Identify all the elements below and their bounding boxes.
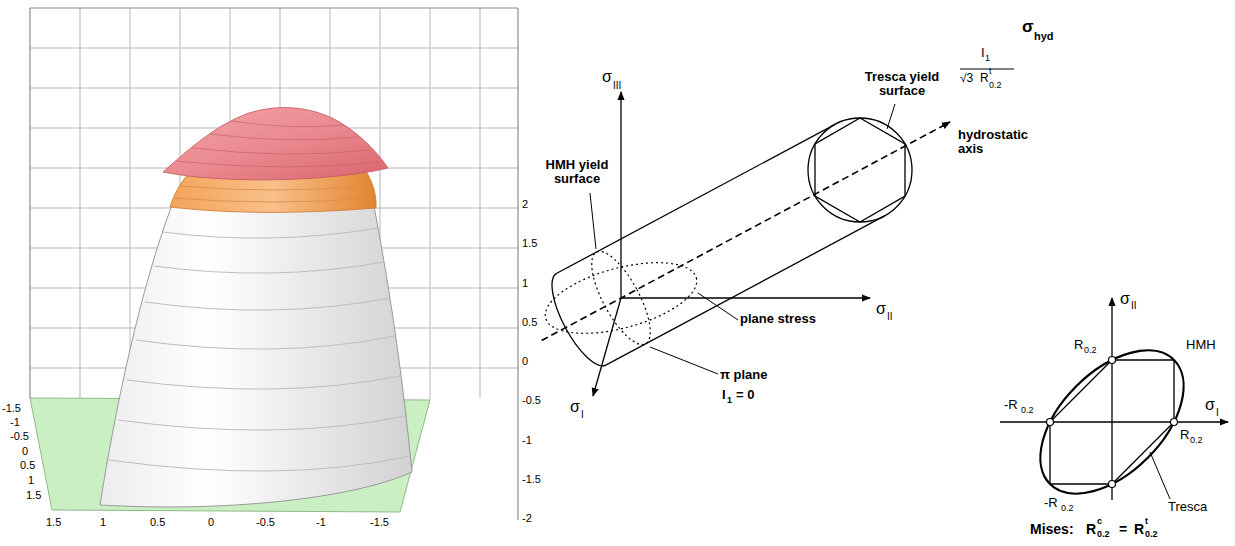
yield-value: R	[1180, 428, 1189, 442]
plot-frame	[30, 8, 518, 520]
axis-subscript: III	[613, 80, 621, 91]
axis-name: hydrostatic axis	[958, 128, 1043, 157]
cap-contours	[176, 121, 380, 167]
criterion-note: R	[1134, 522, 1144, 537]
tick-label: -0.5	[256, 516, 275, 528]
axis-label: σ	[1120, 290, 1130, 308]
mises-ellipse	[1014, 324, 1210, 520]
axis-subscript: hyd	[1034, 30, 1054, 42]
yield-value: -R	[1044, 496, 1058, 510]
tick-label: 0	[208, 516, 214, 528]
tick-label: 1.5	[26, 489, 41, 501]
tick-label: 0.5	[20, 459, 35, 471]
formula-subscript: 1	[727, 396, 732, 406]
tick-label: -2	[522, 512, 532, 524]
note-subscript: 0.2	[1097, 530, 1110, 540]
axis-label: σ	[1205, 396, 1215, 414]
section-label: plane stress	[740, 312, 816, 326]
yield-points	[1047, 357, 1178, 488]
formula-text: I	[981, 46, 985, 60]
band-contours	[174, 186, 375, 202]
section-label: π plane	[720, 368, 768, 382]
surface-label: Tresca yield surface	[852, 70, 952, 99]
value-subscript: 0.2	[1190, 436, 1203, 446]
tick-label: 1.5	[46, 516, 61, 528]
axis-subscript: II	[1131, 300, 1137, 311]
surface-contours	[109, 228, 410, 471]
axis-subscript: I	[1216, 407, 1219, 418]
formula-text: = 0	[736, 388, 754, 402]
tick-label: -0.5	[10, 430, 29, 442]
tick-label: 1.5	[522, 237, 537, 249]
surface-label: HMH yield surface	[535, 158, 619, 187]
note-subscript: 0.2	[1145, 530, 1158, 540]
cylinder	[552, 118, 912, 366]
value-subscript: 0.2	[1084, 346, 1097, 356]
leader-lines	[590, 104, 895, 374]
surface-body	[100, 205, 412, 507]
surface-cap	[163, 108, 388, 180]
tick-label: -0.5	[522, 394, 541, 406]
plane-axes	[1000, 298, 1228, 500]
plane-stress-section	[538, 249, 704, 347]
note-superscript: c	[1097, 517, 1102, 527]
formula-subscript: 0.2	[989, 81, 1002, 91]
formula-superscript: t	[989, 67, 992, 77]
value-subscript: 0.2	[1061, 504, 1074, 514]
pi-plane-section	[581, 244, 662, 353]
tick-label: -1.5	[522, 473, 541, 485]
tick-label: 0.5	[150, 516, 165, 528]
criterion-note: =	[1119, 522, 1127, 537]
tick-label: 0	[522, 355, 528, 367]
tick-label: 1	[522, 277, 528, 289]
formula-text: I	[722, 388, 726, 402]
tick-label: 1	[28, 474, 34, 486]
curve-label: Tresca	[1168, 500, 1207, 514]
tick-label: 0	[22, 445, 28, 457]
leader-line	[1150, 452, 1170, 499]
tick-label: 1	[100, 516, 106, 528]
axis-label: σ	[570, 398, 580, 416]
fraction-bar	[960, 68, 1014, 69]
tick-label: -1	[316, 516, 326, 528]
axis-subscript: I	[581, 409, 584, 420]
axis-label: σ	[876, 300, 886, 318]
axis-label: σ	[602, 68, 612, 86]
tick-label: -1	[10, 416, 20, 428]
formula-text: R	[980, 72, 989, 85]
tick-label: 2	[522, 198, 528, 210]
formula-subscript: 1	[985, 54, 990, 64]
yield-value: R	[1074, 338, 1083, 352]
axis-subscript: II	[887, 311, 893, 322]
note-superscript: t	[1145, 517, 1148, 527]
curve-label: HMH	[1186, 338, 1216, 352]
tick-label: -1.5	[2, 402, 21, 414]
axis-label: σ	[1022, 18, 1034, 37]
principal-axes	[593, 92, 870, 396]
formula-text: √3	[960, 72, 973, 85]
value-subscript: 0.2	[1021, 406, 1034, 416]
criterion-note: R	[1086, 522, 1096, 537]
criterion-note: Mises:	[1030, 522, 1074, 537]
hydrostatic-axis	[542, 122, 950, 341]
tick-label: 0.5	[522, 316, 537, 328]
yield-value: -R	[1004, 398, 1018, 412]
tick-label: -1.5	[370, 516, 389, 528]
tick-label: -1	[522, 434, 532, 446]
